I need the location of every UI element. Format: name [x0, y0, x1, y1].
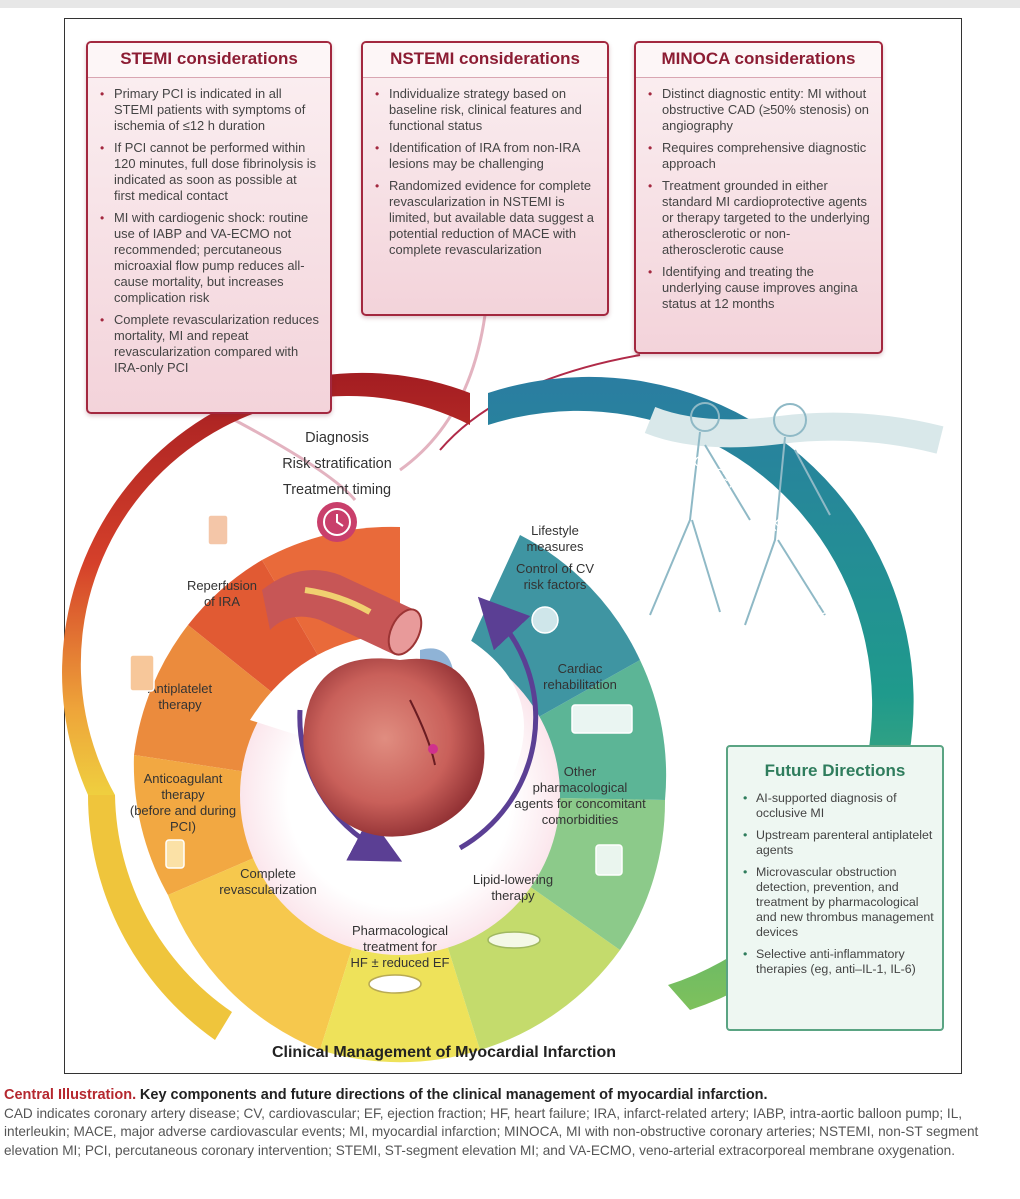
pill-bottle-icon [595, 844, 623, 876]
diagnosis-label: Diagnosis [305, 430, 369, 446]
fruit-icon [531, 606, 559, 634]
stemi-item: Complete revascularization reduces morta… [100, 312, 320, 376]
pharmacological-label-3: HF ± reduced EF [351, 955, 450, 970]
reperfusion-label-1: Reperfusion [187, 578, 257, 593]
future-directions-box: Future Directions AI-supported diagnosis… [726, 745, 944, 1031]
risk-stratification-label: Risk stratification [282, 456, 392, 472]
antiplatelet-label-2: therapy [158, 697, 202, 712]
complete-revasc-label-2: revascularization [219, 882, 317, 897]
treatment-timing-label: Treatment timing [283, 482, 391, 498]
stemi-item: Primary PCI is indicated in all STEMI pa… [100, 86, 320, 134]
heart-illustration [303, 648, 485, 837]
lipid-label-1: Lipid-lowering [473, 872, 553, 887]
minoca-box: MINOCA considerations Distinct diagnosti… [634, 41, 883, 354]
lipid-pill-icon [487, 931, 541, 949]
lifestyle-label-2: measures [526, 539, 584, 554]
lifestyle-label-3: Control of CV [516, 561, 594, 576]
other-agents-label-3: agents for concomitant [514, 796, 646, 811]
stemi-item: MI with cardiogenic shock: routine use o… [100, 210, 320, 306]
anticoagulant-label-4: PCI) [170, 819, 196, 834]
nstemi-title: NSTEMI considerations [363, 43, 607, 78]
future-item: Selective anti-inflammatory therapies (e… [743, 947, 936, 977]
anticoagulant-vial-icon [165, 839, 185, 869]
cardiac-rehab-label-1: Cardiac [558, 661, 603, 676]
future-directions-title: Future Directions [764, 761, 906, 780]
nstemi-item: Randomized evidence for complete revascu… [375, 178, 597, 258]
nstemi-item: Individualize strategy based on baseline… [375, 86, 597, 134]
caption-title: Key components and future directions of … [139, 1087, 768, 1103]
pharmacological-label-1: Pharmacological [352, 923, 448, 938]
lifestyle-label-4: risk factors [524, 577, 587, 592]
reperfusion-label-2: of IRA [204, 594, 240, 609]
lipid-label-2: therapy [491, 888, 535, 903]
caption-body: CAD indicates coronary artery disease; C… [4, 1105, 979, 1158]
cycle-arrow-right [458, 596, 539, 851]
minoca-item: Requires comprehensive diagnostic approa… [648, 140, 871, 172]
nstemi-box: NSTEMI considerations Individualize stra… [361, 41, 609, 316]
anticoagulant-label-1: Anticoagulant [144, 771, 223, 786]
anticoagulant-label-2: therapy [161, 787, 205, 802]
vial-icon [207, 514, 229, 546]
pharmacological-label-2: treatment for [363, 939, 437, 954]
future-directions-list: AI-supported diagnosis of occlusive MI U… [728, 791, 942, 977]
stemi-box: STEMI considerations Primary PCI is indi… [86, 41, 332, 414]
anticoagulant-label-3: (before and during [130, 803, 236, 818]
minoca-item: Distinct diagnostic entity: MI without o… [648, 86, 871, 134]
nstemi-list: Individualize strategy based on baseline… [363, 78, 607, 270]
figure-frame [64, 18, 962, 1074]
antiplatelet-label-1: Antiplatelet [148, 681, 213, 696]
other-agents-label-1: Other [564, 764, 597, 779]
stemi-title: STEMI considerations [88, 43, 330, 78]
caption-label: Central Illustration. [4, 1087, 137, 1103]
stemi-connector [224, 413, 357, 501]
minoca-list: Distinct diagnostic entity: MI without o… [636, 78, 881, 324]
lifestyle-label-1: Lifestyle [531, 523, 579, 538]
iv-bag-icon [129, 654, 155, 692]
treadmill-icon [571, 704, 633, 734]
other-agents-label-2: pharmacological [533, 780, 628, 795]
clock-icon [317, 502, 357, 542]
other-agents-label-4: comorbidities [542, 812, 619, 827]
minoca-item: Treatment grounded in either standard MI… [648, 178, 871, 258]
figure-caption: Central Illustration. Key components and… [4, 1086, 1016, 1160]
future-item: AI-supported diagnosis of occlusive MI [743, 791, 936, 821]
stemi-item: If PCI cannot be performed within 120 mi… [100, 140, 320, 204]
future-item: Microvascular obstruction detection, pre… [743, 865, 936, 940]
minoca-title: MINOCA considerations [636, 43, 881, 78]
top-rule [0, 0, 1020, 8]
acute-ring-lower [88, 795, 232, 1040]
minoca-item: Identifying and treating the underlying … [648, 264, 871, 312]
figure-title: Clinical Management of Myocardial Infarc… [271, 1044, 617, 1061]
future-item: Upstream parenteral antiplatelet agents [743, 828, 936, 858]
walking-couple-illustration [644, 402, 944, 626]
cardiac-rehab-label-2: rehabilitation [543, 677, 617, 692]
complete-revasc-label-1: Complete [240, 866, 296, 881]
nstemi-item: Identification of IRA from non-IRA lesio… [375, 140, 597, 172]
artery-illustration [262, 570, 423, 656]
stemi-list: Primary PCI is indicated in all STEMI pa… [88, 78, 330, 388]
pill-icon [368, 974, 422, 994]
